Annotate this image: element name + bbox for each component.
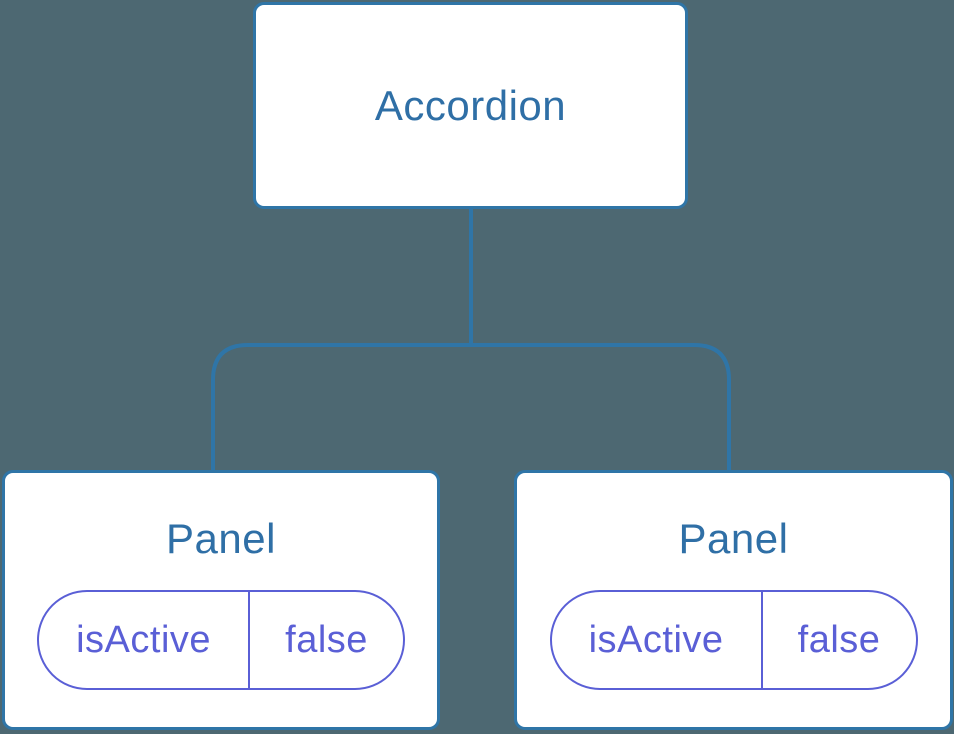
node-accordion-label: Accordion [374,81,567,129]
state-key-label: isActive [76,618,212,661]
state-value-label: false [285,618,368,661]
node-panel-right: Panel isActive false [514,470,953,730]
connector-branch [211,343,731,470]
state-key-cell: isActive [552,592,763,688]
state-value-label: false [797,618,881,661]
node-panel-right-label: Panel [678,515,789,562]
node-panel-left: Panel isActive false [2,470,440,730]
state-pill-left: isActive false [37,590,405,690]
state-value-cell: false [250,592,403,688]
state-key-label: isActive [588,618,724,661]
state-pill-right: isActive false [549,590,918,690]
node-panel-left-label: Panel [166,515,276,562]
state-value-cell: false [763,592,916,688]
state-key-cell: isActive [39,592,251,688]
node-accordion: Accordion [253,2,688,209]
